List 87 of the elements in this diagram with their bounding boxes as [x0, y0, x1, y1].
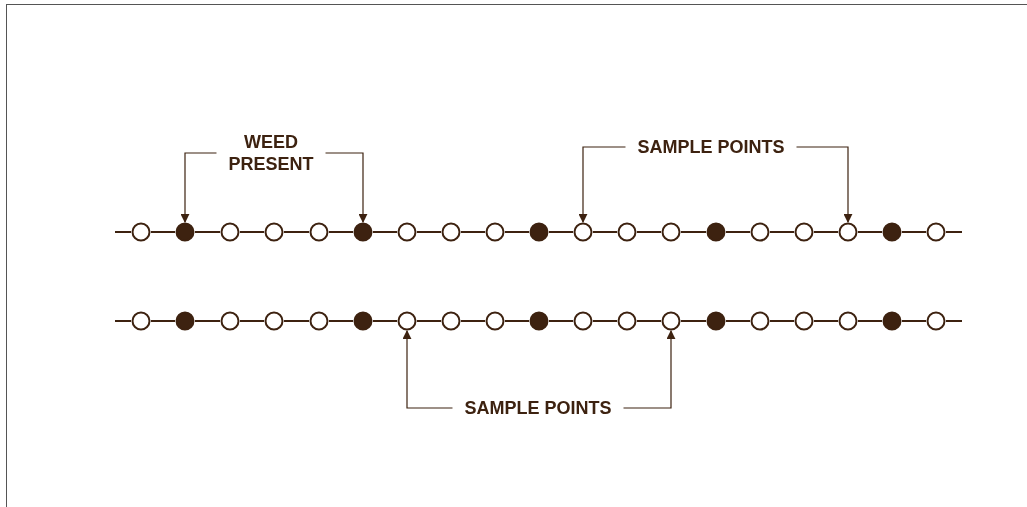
callout-label: SAMPLE POINTS: [611, 136, 811, 158]
filled-circle: [529, 311, 549, 331]
line-segment: [769, 231, 795, 233]
filled-circle: [353, 222, 373, 242]
open-circle: [485, 222, 505, 242]
open-circle: [573, 222, 593, 242]
line-segment: [460, 231, 486, 233]
line-segment: [548, 231, 574, 233]
line-segment: [636, 320, 662, 322]
line-segment: [239, 231, 265, 233]
filled-circle: [175, 222, 195, 242]
line-segment: [150, 231, 176, 233]
open-circle: [794, 311, 814, 331]
line-segment: [725, 231, 751, 233]
line-segment: [725, 320, 751, 322]
leader-arrow: [795, 146, 853, 223]
line-segment: [194, 320, 221, 322]
leader-arrow: [622, 330, 676, 409]
line-segment: [857, 320, 883, 322]
callout-label: WEED PRESENT: [211, 131, 331, 175]
line-segment: [769, 320, 795, 322]
line-segment: [945, 231, 963, 233]
filled-circle: [882, 222, 902, 242]
open-circle: [309, 311, 329, 331]
line-segment: [114, 320, 132, 322]
open-circle: [441, 311, 461, 331]
open-circle: [309, 222, 329, 242]
line-segment: [194, 231, 221, 233]
line-segment: [416, 320, 442, 322]
open-circle: [441, 222, 461, 242]
open-circle: [750, 311, 770, 331]
line-segment: [592, 320, 618, 322]
leader-arrow: [324, 152, 368, 223]
filled-circle: [706, 222, 726, 242]
line-segment: [945, 320, 963, 322]
line-segment: [636, 231, 662, 233]
open-circle: [794, 222, 814, 242]
line-segment: [901, 320, 927, 322]
filled-circle: [882, 311, 902, 331]
line-segment: [372, 320, 398, 322]
open-circle: [573, 311, 593, 331]
callout-label: SAMPLE POINTS: [438, 397, 638, 419]
line-segment: [460, 320, 486, 322]
line-segment: [857, 231, 883, 233]
line-segment: [504, 320, 530, 322]
open-circle: [617, 311, 637, 331]
open-circle: [750, 222, 770, 242]
line-segment: [901, 231, 927, 233]
open-circle: [926, 222, 946, 242]
line-segment: [372, 231, 398, 233]
open-circle: [838, 222, 858, 242]
line-segment: [114, 231, 132, 233]
filled-circle: [175, 311, 195, 331]
open-circle: [131, 311, 151, 331]
open-circle: [264, 222, 284, 242]
line-segment: [680, 320, 707, 322]
filled-circle: [353, 311, 373, 331]
line-segment: [504, 231, 530, 233]
leader-arrow: [402, 330, 454, 409]
open-circle: [397, 311, 417, 331]
line-segment: [283, 320, 310, 322]
open-circle: [838, 311, 858, 331]
filled-circle: [706, 311, 726, 331]
line-segment: [592, 231, 618, 233]
open-circle: [397, 222, 417, 242]
open-circle: [131, 222, 151, 242]
open-circle: [220, 311, 240, 331]
open-circle: [485, 311, 505, 331]
open-circle: [661, 222, 681, 242]
line-segment: [416, 231, 442, 233]
line-segment: [283, 231, 310, 233]
open-circle: [926, 311, 946, 331]
line-segment: [328, 320, 354, 322]
line-segment: [328, 231, 354, 233]
leader-arrow: [180, 152, 218, 223]
line-segment: [239, 320, 265, 322]
open-circle: [220, 222, 240, 242]
line-segment: [150, 320, 176, 322]
filled-circle: [529, 222, 549, 242]
open-circle: [617, 222, 637, 242]
open-circle: [264, 311, 284, 331]
line-segment: [548, 320, 574, 322]
line-segment: [680, 231, 707, 233]
line-segment: [813, 320, 839, 322]
open-circle: [661, 311, 681, 331]
leader-arrow: [578, 146, 627, 223]
line-segment: [813, 231, 839, 233]
